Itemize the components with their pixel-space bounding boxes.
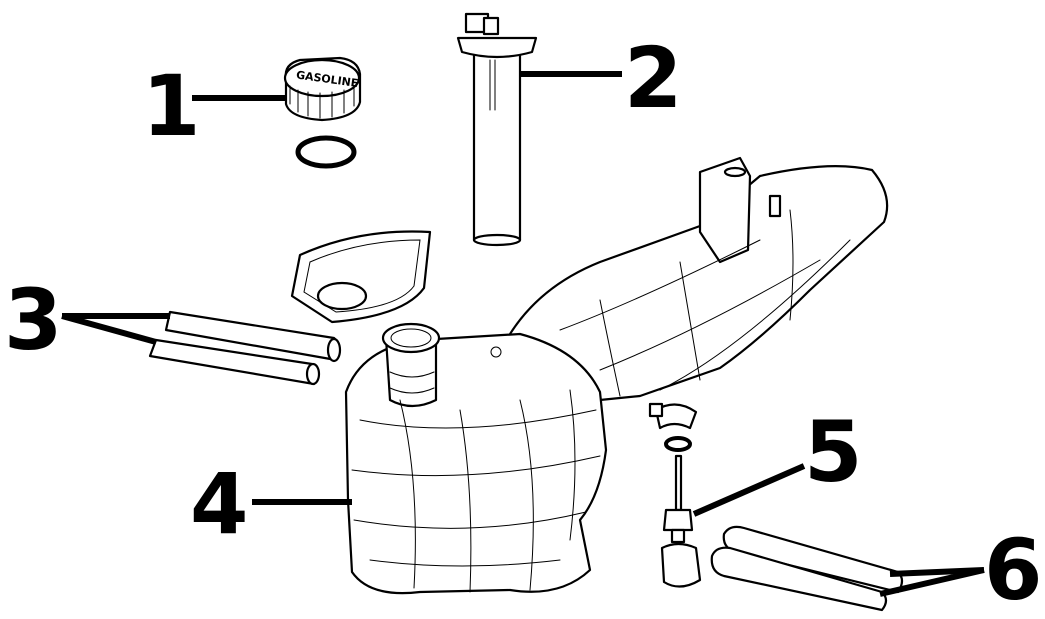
callout-3: 3 — [4, 271, 63, 369]
vent-hoses — [148, 310, 342, 386]
leader-3b — [61, 313, 157, 345]
callout-6: 6 — [984, 521, 1043, 619]
fuel-cap: GASOLINE — [283, 56, 362, 122]
cap-o-ring — [295, 135, 357, 169]
filler-drip-tray — [290, 230, 432, 324]
fuel-valve — [648, 402, 702, 588]
callout-5: 5 — [804, 403, 863, 501]
leader-5 — [692, 463, 806, 517]
fuel-tank — [344, 156, 889, 595]
fuel-level-sender — [456, 12, 538, 247]
fuel-hoses — [710, 525, 904, 612]
leader-lines — [61, 71, 985, 597]
callout-2: 2 — [624, 29, 683, 127]
callout-1: 1 — [142, 57, 201, 155]
callout-4: 4 — [190, 455, 249, 553]
leader-6b — [879, 567, 985, 597]
